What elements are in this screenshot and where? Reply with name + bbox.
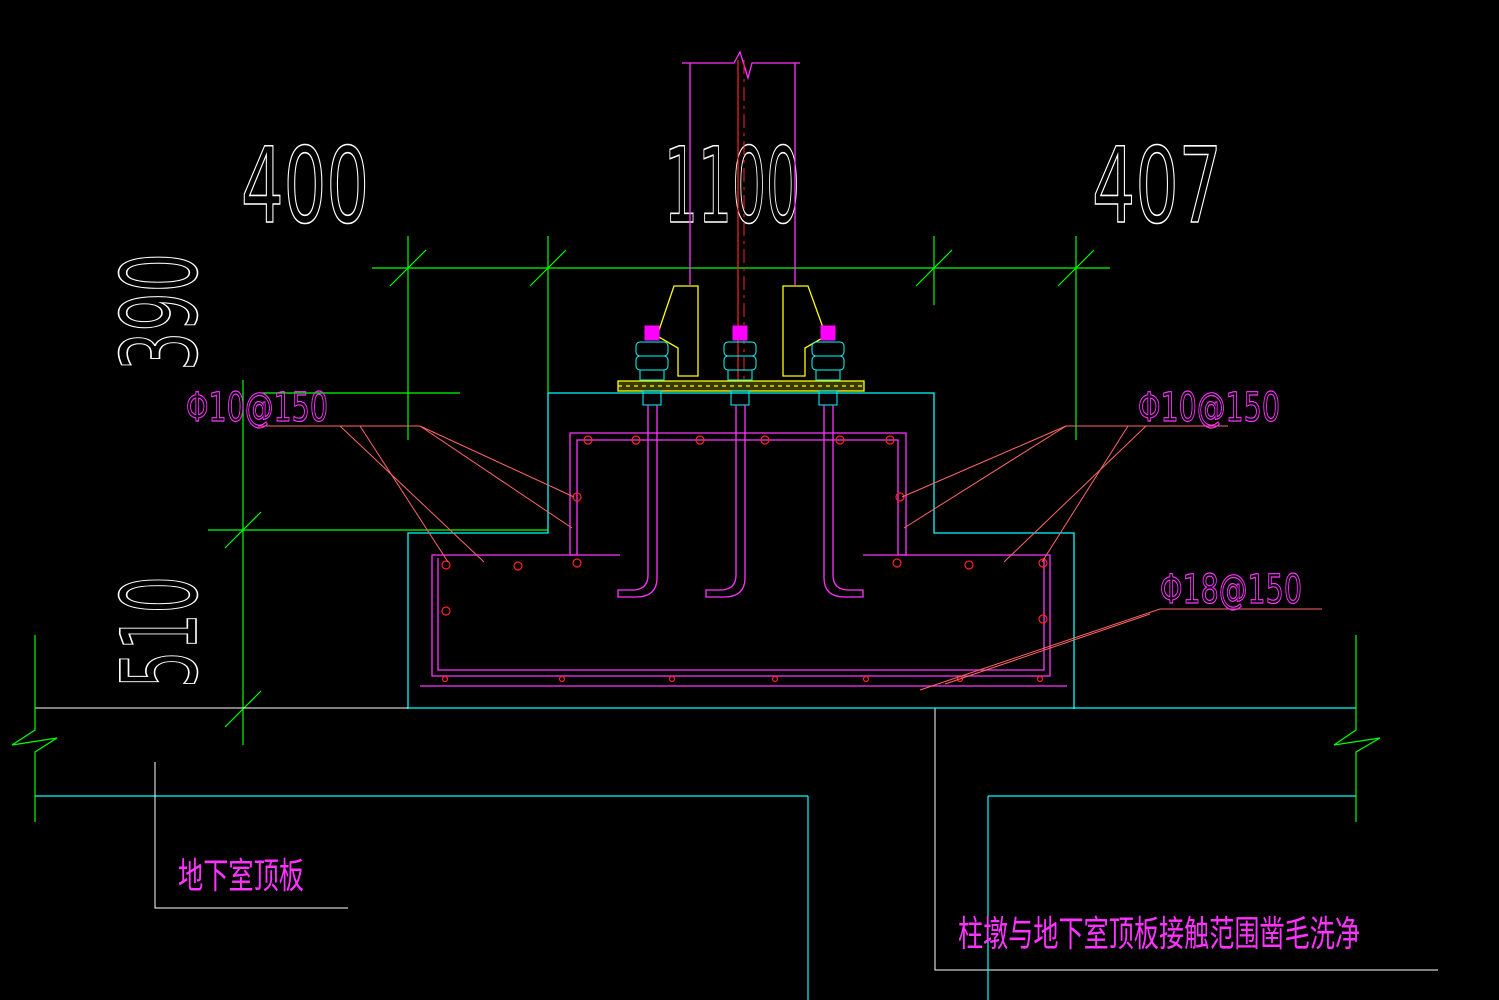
rebar-label-bottom-mesh: Φ18@150	[1160, 567, 1302, 613]
rebar-dots	[441, 435, 1048, 683]
slab-label: 地下室顶板	[178, 856, 304, 897]
dimension-upper-height: 390	[99, 253, 221, 371]
dimension-center-width: 1100	[664, 125, 800, 247]
horizontal-dimension-line	[372, 236, 1110, 440]
anchor-bolts	[617, 325, 864, 598]
slab-label-leader	[154, 762, 348, 909]
dimension-right-width: 407	[1092, 125, 1222, 247]
concrete-pier-outline	[407, 392, 1075, 709]
rebar-label-left-stirrup: Φ10@150	[186, 385, 328, 431]
column-base-plate	[617, 285, 865, 392]
dimension-lower-height: 510	[99, 576, 221, 688]
vertical-dimension-line	[208, 380, 548, 745]
basement-roof-slab	[11, 635, 1438, 1000]
rebar-label-right-stirrup: Φ10@150	[1138, 385, 1280, 431]
contact-surface-note: 柱墩与地下室顶板接触范围凿毛洗净	[958, 914, 1360, 955]
dimension-left-width: 400	[241, 125, 369, 247]
pier-rebar-cage	[420, 432, 1067, 687]
leader-lines	[258, 425, 1322, 691]
